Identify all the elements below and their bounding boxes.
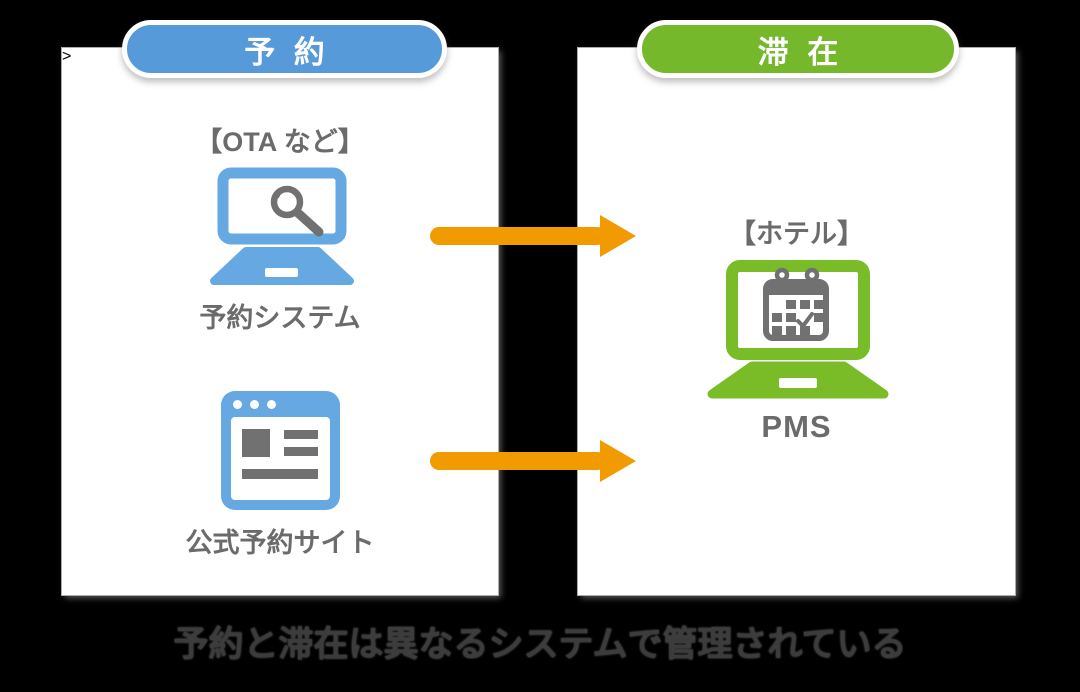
arrow-head	[600, 215, 636, 257]
browser-text-line	[284, 447, 318, 456]
diagram-caption: 予約と滞在は異なるシステムで管理されている	[173, 625, 907, 664]
browser-text-line	[242, 469, 318, 479]
laptop-calendar-icon	[700, 258, 896, 400]
arrow-shaft	[430, 227, 606, 245]
browser-image-block	[242, 429, 270, 457]
arrow-right-icon-top	[430, 215, 636, 257]
reservation-header-badge: 予 約	[122, 20, 447, 78]
browser-content	[231, 417, 330, 500]
ota-label: 【OTA など】	[195, 127, 365, 157]
reservation-header-label: 予 約	[244, 34, 330, 70]
stay-header-label: 滞 在	[757, 34, 844, 70]
browser-dot	[267, 400, 276, 409]
reservation-system-label: 予約システム	[199, 303, 361, 333]
browser-dot	[250, 400, 259, 409]
official-site-label: 公式予約サイト	[185, 528, 375, 558]
arrow-shaft	[430, 452, 606, 470]
arrow-head	[600, 440, 636, 482]
laptop-search-svg	[210, 167, 354, 285]
browser-text-line	[284, 430, 318, 439]
pms-label: PMS	[761, 409, 832, 444]
stay-header-badge: 滞 在	[637, 20, 959, 78]
browser-dots	[233, 400, 276, 409]
laptop-search-icon	[198, 166, 366, 288]
hotel-label: 【ホテル】	[729, 219, 864, 249]
arrow-right-icon-bottom	[430, 440, 636, 482]
laptop-calendar-svg	[707, 260, 889, 399]
browser-window-icon	[221, 391, 340, 510]
browser-dot	[233, 400, 242, 409]
